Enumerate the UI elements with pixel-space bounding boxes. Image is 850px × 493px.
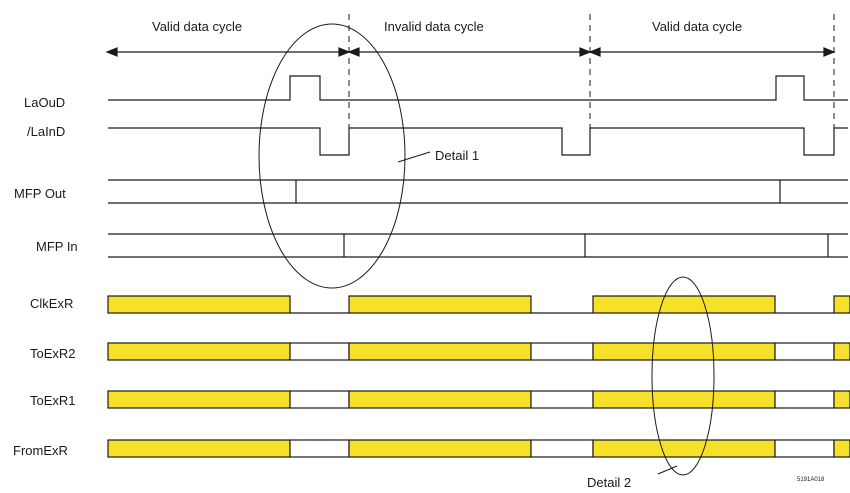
arrow-head-right-3 bbox=[823, 47, 836, 57]
detail-1-ellipse bbox=[258, 23, 406, 289]
signal-label-laind: /LaInD bbox=[27, 124, 65, 139]
waveform-laind bbox=[108, 127, 848, 156]
cycle-label-3: Valid data cycle bbox=[652, 19, 742, 34]
signal-label-toexr2: ToExR2 bbox=[30, 346, 76, 361]
figure-id: 5191A018 bbox=[797, 477, 825, 483]
waveform-clkexr bbox=[107, 295, 850, 314]
signal-label-toexr1: ToExR1 bbox=[30, 393, 76, 408]
cycle-labels: Valid data cycle Invalid data cycle Vali… bbox=[152, 19, 742, 34]
clkexr-active-1 bbox=[107, 295, 291, 314]
waveform-toexr1 bbox=[107, 390, 850, 409]
signal-label-clkexr: ClkExR bbox=[30, 296, 73, 311]
detail-2-label: Detail 2 bbox=[587, 475, 631, 490]
waveform-fromexr bbox=[107, 439, 850, 458]
signal-label-laoud: LaOuD bbox=[24, 95, 65, 110]
signal-label-mfp-out: MFP Out bbox=[14, 186, 66, 201]
cycle-label-1: Valid data cycle bbox=[152, 19, 242, 34]
waveform-mfp-out bbox=[108, 179, 848, 204]
signal-labels: LaOuD /LaInD MFP Out MFP In ClkExR ToExR… bbox=[13, 95, 78, 458]
waveform-toexr2 bbox=[107, 342, 850, 361]
arrow-head-left-2 bbox=[347, 47, 360, 57]
arrow-head-right-1 bbox=[338, 47, 351, 57]
arrow-head-left-3 bbox=[588, 47, 601, 57]
detail-2-leader bbox=[657, 465, 678, 475]
signal-label-mfp-in: MFP In bbox=[36, 239, 78, 254]
cycle-label-2: Invalid data cycle bbox=[384, 19, 484, 34]
arrow-head-left-1 bbox=[105, 47, 118, 57]
detail-1-label: Detail 1 bbox=[435, 148, 479, 163]
clkexr-active-2 bbox=[348, 295, 532, 314]
waveform-laoud bbox=[108, 75, 848, 101]
cycle-span-arrows bbox=[105, 47, 836, 57]
clkexr-active-3 bbox=[592, 295, 776, 314]
waveform-mfp-in bbox=[108, 233, 848, 258]
arrow-head-right-2 bbox=[579, 47, 592, 57]
signal-label-fromexr: FromExR bbox=[13, 443, 68, 458]
detail-1-leader bbox=[397, 151, 431, 163]
clkexr-active-4 bbox=[833, 295, 850, 314]
detail-2-ellipse bbox=[651, 276, 715, 476]
cycle-boundaries bbox=[348, 14, 835, 157]
